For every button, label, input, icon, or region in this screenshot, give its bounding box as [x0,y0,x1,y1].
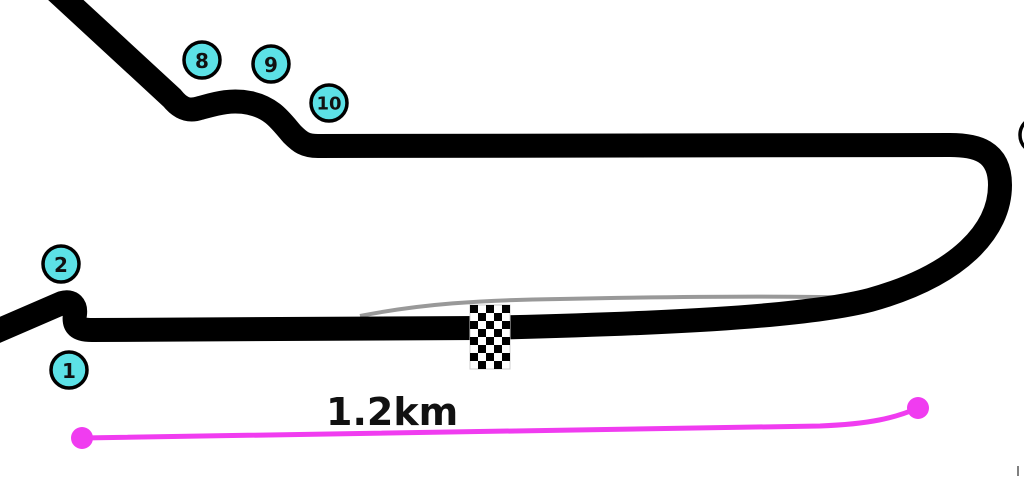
corner-label: 9 [264,53,278,77]
flag-square [486,337,494,345]
flag-square [478,313,486,321]
flag-square [494,313,502,321]
corner-marker-2: 2 [41,244,81,284]
flag-square [486,321,494,329]
scale-label: 1.2km [326,390,458,434]
flag-square [478,329,486,337]
flag-square [470,337,478,345]
corner-label: 10 [316,94,341,115]
corner-marker-9: 9 [251,44,291,84]
flag-square [470,321,478,329]
flag-square [470,305,478,313]
corner-marker-10: 10 [309,83,349,123]
flag-square [502,321,510,329]
track-outline [0,0,1012,343]
flag-square [494,329,502,337]
flag-square [478,345,486,353]
corner-marker-partial [1018,121,1024,149]
scale-bar-start [71,427,93,449]
checkered-flag-icon [469,304,511,370]
corner-label: 1 [62,359,76,383]
scale-bar [81,405,919,441]
flag-square [478,361,486,369]
flag-square [486,305,494,313]
flag-square [470,353,478,361]
flag-square [494,361,502,369]
corner-label: 2 [54,253,68,277]
flag-square [494,345,502,353]
corner-marker-8: 8 [182,40,222,80]
pit-lane [359,294,871,318]
corner-marker-1: 1 [49,350,89,390]
scale-bar-end [907,397,929,419]
flag-square [486,353,494,361]
flag-square [502,353,510,361]
flag-square [502,305,510,313]
corner-label: 8 [195,49,209,73]
flag-square [502,337,510,345]
